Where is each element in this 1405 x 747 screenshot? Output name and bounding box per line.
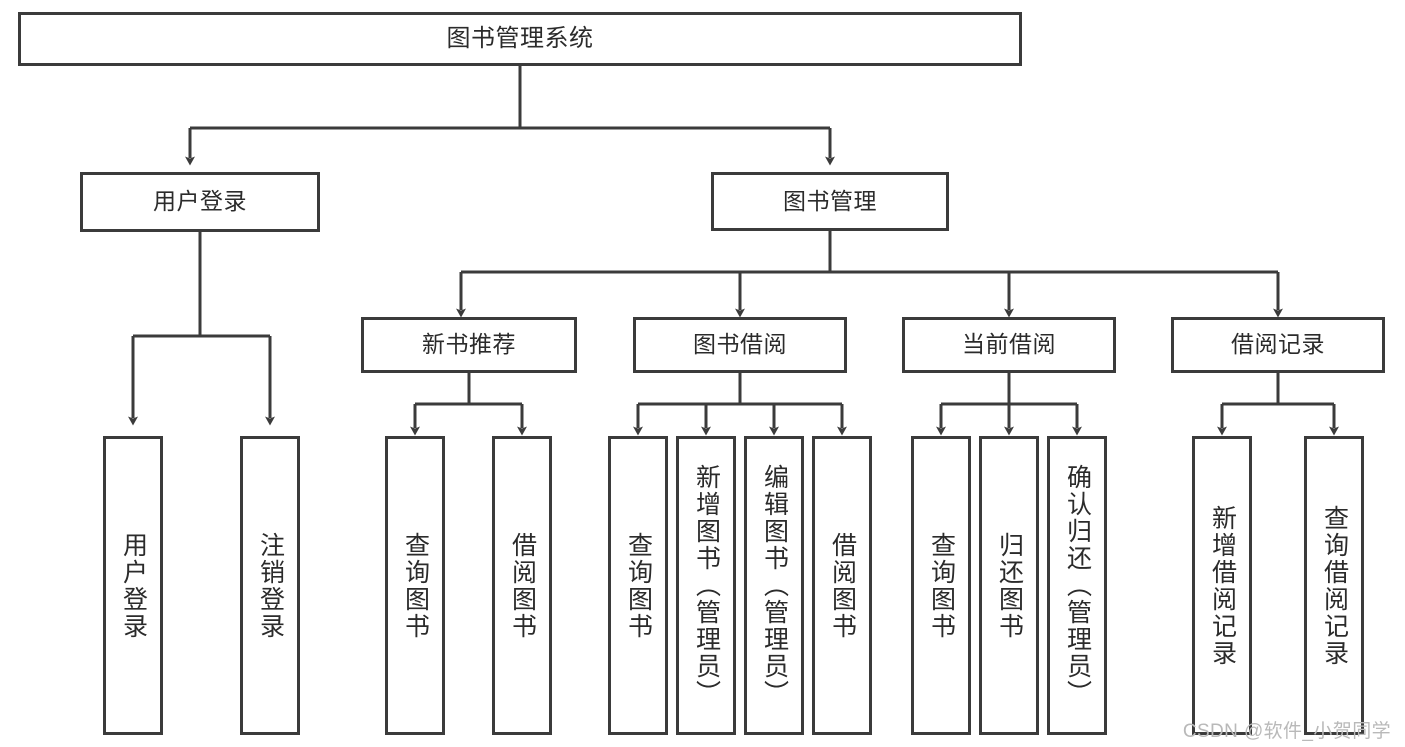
node-book-manage[interactable]: 图书管理 xyxy=(711,172,949,231)
leaf-return-book[interactable]: 归还图书 xyxy=(979,436,1039,735)
leaf-borrow-book-2[interactable]: 借阅图书 xyxy=(812,436,872,735)
leaf-query-book-1[interactable]: 查询图书 xyxy=(385,436,445,735)
leaf-confirm-return-label: 确认归还（管理员） xyxy=(1063,464,1092,707)
leaf-add-book-label: 新增图书（管理员） xyxy=(692,464,721,707)
leaf-query-book-2-label: 查询图书 xyxy=(624,531,653,640)
leaf-query-book-3-label: 查询图书 xyxy=(927,531,956,640)
node-borrow-record[interactable]: 借阅记录 xyxy=(1171,317,1385,373)
leaf-borrow-book-1-label: 借阅图书 xyxy=(508,531,537,640)
node-current-borrow-label: 当前借阅 xyxy=(962,331,1056,358)
leaf-query-book-1-label: 查询图书 xyxy=(401,531,430,640)
node-root-label: 图书管理系统 xyxy=(446,24,594,52)
node-new-book-recommend-label: 新书推荐 xyxy=(422,331,516,358)
node-book-manage-label: 图书管理 xyxy=(783,187,877,214)
leaf-confirm-return[interactable]: 确认归还（管理员） xyxy=(1047,436,1107,735)
leaf-query-book-3[interactable]: 查询图书 xyxy=(911,436,971,735)
leaf-add-record[interactable]: 新增借阅记录 xyxy=(1192,436,1252,735)
leaf-user-login[interactable]: 用户登录 xyxy=(103,436,163,735)
leaf-query-record-label: 查询借阅记录 xyxy=(1320,504,1349,667)
node-book-borrow-label: 图书借阅 xyxy=(693,331,787,358)
leaf-query-record[interactable]: 查询借阅记录 xyxy=(1304,436,1364,735)
node-root[interactable]: 图书管理系统 xyxy=(18,12,1022,66)
csdn-watermark: CSDN @软件_小贺同学 xyxy=(1182,721,1391,742)
node-user-login[interactable]: 用户登录 xyxy=(80,172,320,232)
leaf-logout-login[interactable]: 注销登录 xyxy=(240,436,300,735)
leaf-add-record-label: 新增借阅记录 xyxy=(1208,504,1237,667)
leaf-borrow-book-1[interactable]: 借阅图书 xyxy=(492,436,552,735)
leaf-return-book-label: 归还图书 xyxy=(995,531,1024,640)
node-new-book-recommend[interactable]: 新书推荐 xyxy=(361,317,577,373)
leaf-edit-book-label: 编辑图书（管理员） xyxy=(760,464,789,707)
leaf-borrow-book-2-label: 借阅图书 xyxy=(828,531,857,640)
node-current-borrow[interactable]: 当前借阅 xyxy=(902,317,1116,373)
leaf-logout-login-label: 注销登录 xyxy=(256,531,285,640)
leaf-query-book-2[interactable]: 查询图书 xyxy=(608,436,668,735)
node-borrow-record-label: 借阅记录 xyxy=(1231,331,1325,358)
node-user-login-label: 用户登录 xyxy=(153,188,247,215)
node-book-borrow[interactable]: 图书借阅 xyxy=(633,317,847,373)
leaf-add-book[interactable]: 新增图书（管理员） xyxy=(676,436,736,735)
leaf-edit-book[interactable]: 编辑图书（管理员） xyxy=(744,436,804,735)
leaf-user-login-label: 用户登录 xyxy=(119,531,148,640)
